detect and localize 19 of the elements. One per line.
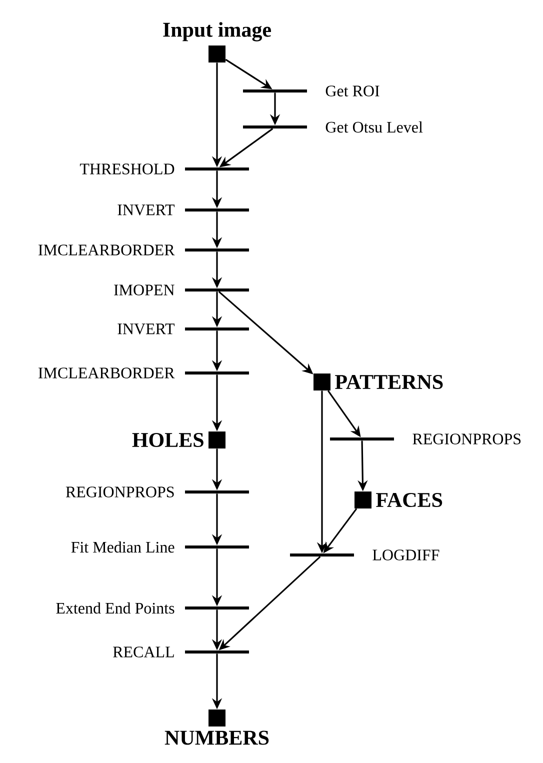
step-label: REGIONPROPS xyxy=(66,486,174,498)
place-label: HOLES xyxy=(132,432,204,448)
step-label: INVERT xyxy=(118,324,175,334)
step-label: Extend End Points xyxy=(56,602,174,614)
step-label: Get Otsu Level xyxy=(326,121,423,133)
place-label: Input image xyxy=(163,22,271,42)
place-label: PATTERNS xyxy=(335,374,443,390)
step-label: IMCLEARBORDER xyxy=(38,244,175,256)
step-label: Fit Median Line xyxy=(71,541,174,553)
step-label: RECALL xyxy=(113,646,174,658)
place-label: NUMBERS xyxy=(164,730,269,745)
step-label: IMOPEN xyxy=(114,284,174,296)
step-label: INVERT xyxy=(118,204,175,216)
step-label: THRESHOLD xyxy=(80,164,174,174)
place-label: FACES xyxy=(376,492,442,508)
step-label: IMCLEARBORDER xyxy=(38,368,175,378)
step-label: REGIONPROPS xyxy=(412,434,521,444)
step-label: LOGDIFF xyxy=(372,550,440,560)
step-label: Get ROI xyxy=(326,86,380,96)
